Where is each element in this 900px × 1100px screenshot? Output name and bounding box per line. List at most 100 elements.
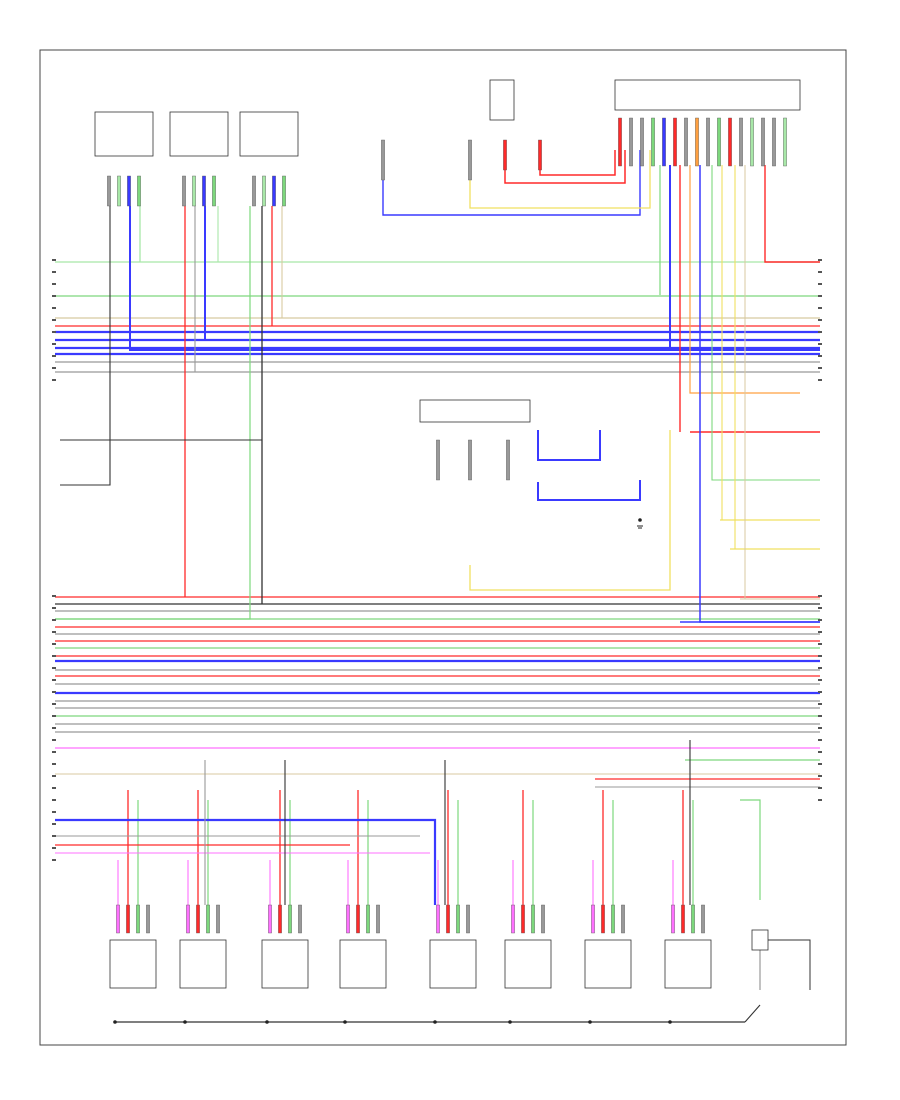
lower-sensor-6	[504, 939, 552, 989]
diagram-frame	[39, 49, 847, 1046]
ecu-pin-16	[783, 117, 787, 167]
ecu-pin-8	[695, 117, 699, 167]
lower-sensor-7-pin-4	[621, 904, 625, 934]
left-terminal	[52, 295, 56, 297]
switch-group-middle	[419, 399, 531, 423]
lower-sensor-4-pin-4	[376, 904, 380, 934]
sensor-2-pin-1	[182, 175, 186, 207]
lower-sensor-1-ground-dot	[113, 1020, 117, 1024]
left-terminal	[52, 595, 56, 597]
lower-sensor-1-pin-3	[136, 904, 140, 934]
relay-red-loop	[504, 150, 626, 184]
middle-switch-pin-3	[506, 439, 510, 481]
ecu-pin-1	[618, 117, 622, 167]
lower-sensor-6-pin-3	[531, 904, 535, 934]
lower-sensor-5-pin-4	[466, 904, 470, 934]
ecu-pin-10	[717, 117, 721, 167]
right-terminal	[818, 775, 822, 777]
lower-sensor-1-pin-4	[146, 904, 150, 934]
left-terminal	[52, 319, 56, 321]
lower-sensor-6-ground-dot	[508, 1020, 512, 1024]
lower-sensor-8-pin-1	[671, 904, 675, 934]
right-terminal	[818, 763, 822, 765]
left-terminal	[52, 703, 56, 705]
sensor-3-pin-1	[252, 175, 256, 207]
ecu-pin-6	[673, 117, 677, 167]
relay-pin-1	[503, 139, 507, 171]
relay-box	[489, 79, 515, 121]
lower-sensor-5-ground-dot	[433, 1020, 437, 1024]
left-terminal	[52, 379, 56, 381]
left-terminal	[52, 751, 56, 753]
lower-sensor-3-pin-2	[278, 904, 282, 934]
lower-sensor-7-pin-2	[601, 904, 605, 934]
sensor-3-green-drop	[55, 206, 251, 620]
right-terminal	[818, 787, 822, 789]
lower-sensor-8	[664, 939, 712, 989]
right-terminal	[818, 679, 822, 681]
left-terminal	[52, 823, 56, 825]
lower-sensor-8-pin-4	[701, 904, 705, 934]
sensor-module-3	[239, 111, 299, 157]
left-terminal	[52, 859, 56, 861]
middle-switch-pin-1	[436, 439, 440, 481]
right-sensor-ground	[760, 939, 811, 990]
lower-sensor-5	[429, 939, 477, 989]
lower-sensor-2-pin-2	[196, 904, 200, 934]
lower-sensor-2-pin-3	[206, 904, 210, 934]
sensor-1-blue-drop	[129, 206, 820, 351]
lower-sensor-6-pin-4	[541, 904, 545, 934]
right-terminal	[818, 355, 822, 357]
ecu-pin-9	[706, 117, 710, 167]
left-terminal	[52, 307, 56, 309]
ecu-pin-12	[739, 117, 743, 167]
lower-sensor-7	[584, 939, 632, 989]
lower-sensor-6-pin-2	[521, 904, 525, 934]
left-terminal	[52, 643, 56, 645]
sensor-1-pin-3	[127, 175, 131, 207]
wire-layer	[55, 140, 820, 1023]
lower-sensor-8-ground-dot	[668, 1020, 672, 1024]
lower-sensor-3	[261, 939, 309, 989]
lower-sensor-5-pin-3	[456, 904, 460, 934]
relay-pin-2	[538, 139, 542, 171]
lower-sensor-8-pin-3	[691, 904, 695, 934]
ecu-pin-4	[651, 117, 655, 167]
ecu-pin-11	[728, 117, 732, 167]
left-terminal	[52, 811, 56, 813]
right-terminal	[818, 331, 822, 333]
ecu-pin-13	[750, 117, 754, 167]
sensor-1-pin-2	[117, 175, 121, 207]
sensor-1-black-drop	[60, 206, 111, 486]
lower-sensor-2-pin-1	[186, 904, 190, 934]
left-terminal	[52, 715, 56, 717]
lower-sensor-4	[339, 939, 387, 989]
right-terminal	[818, 595, 822, 597]
ecu-red-drop-2	[764, 165, 820, 263]
lower-sensor-3-pin-3	[288, 904, 292, 934]
switch-blue-loop	[382, 140, 641, 216]
middle-blue-loop	[537, 430, 601, 461]
left-terminal	[52, 343, 56, 345]
ground-point-middle	[638, 518, 642, 522]
switch-pin-1	[381, 139, 385, 181]
right-terminal	[818, 607, 822, 609]
right-terminal	[818, 295, 822, 297]
left-terminal	[52, 799, 56, 801]
right-terminal	[818, 727, 822, 729]
left-terminal	[52, 775, 56, 777]
sensor-3-pin-2	[262, 175, 266, 207]
left-terminal	[52, 631, 56, 633]
left-terminal	[52, 847, 56, 849]
right-terminal	[818, 751, 822, 753]
right-green-riser	[740, 799, 761, 900]
left-terminal	[52, 283, 56, 285]
ecu-green-drop-2	[711, 165, 820, 481]
lower-sensor-1-pin-2	[126, 904, 130, 934]
right-terminal	[818, 667, 822, 669]
lower-sensor-4-ground-dot	[343, 1020, 347, 1024]
left-terminal	[52, 259, 56, 261]
lower-sensor-3-ground-dot	[265, 1020, 269, 1024]
right-terminal	[818, 799, 822, 801]
left-terminal	[52, 367, 56, 369]
